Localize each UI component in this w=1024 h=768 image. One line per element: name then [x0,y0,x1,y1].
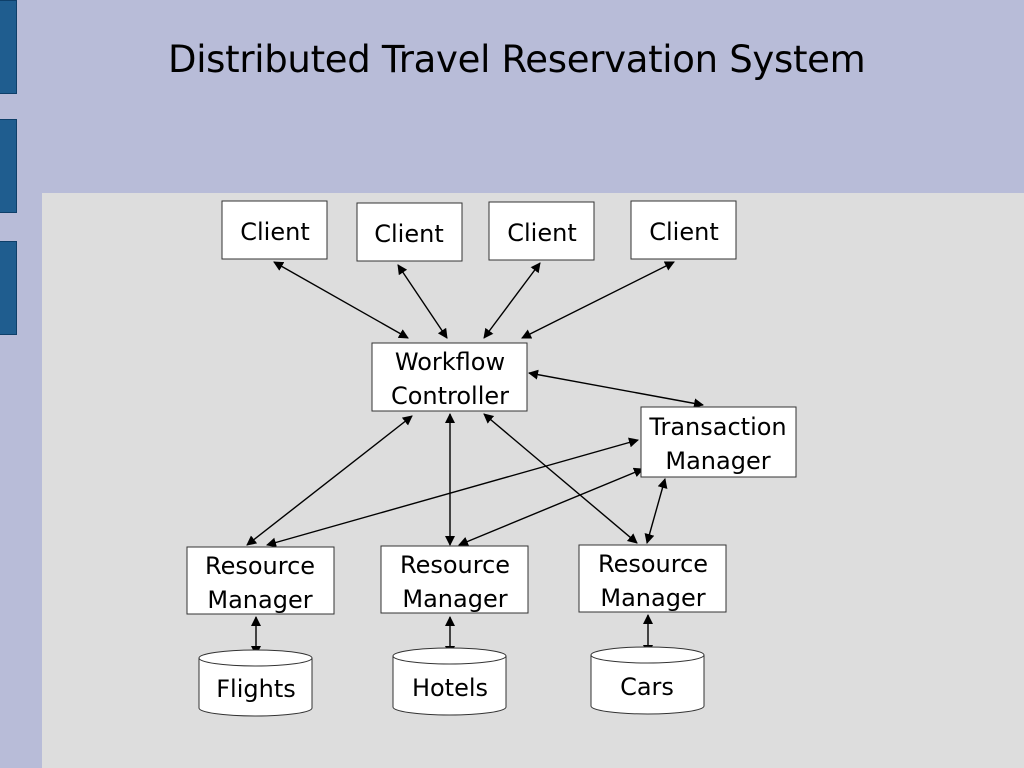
client4-wfc-arrow [521,261,675,339]
workflow-controller-node: Workflow Controller [371,342,528,412]
workflow-controller-label-line1: Workflow [395,348,505,376]
client-label: Client [507,219,576,247]
database-label: Hotels [412,674,488,702]
transaction-manager-label-line2: Manager [665,447,770,475]
transaction-manager-node: Transaction Manager [640,406,797,478]
tm-rm2-arrow [458,467,644,547]
client1-wfc-arrow [273,261,409,339]
decoration-bar [0,0,17,94]
client-node: Client [630,200,737,260]
resource-manager-node: Resource Manager [186,546,335,615]
workflow-controller-label-line2: Controller [391,382,509,410]
flights-database: Flights [198,649,313,717]
tm-rm3-arrow [644,478,668,544]
resource-manager-label-line1: Resource [205,552,315,580]
wfc-rm1-arrow [246,415,413,546]
decoration-bar [0,241,17,335]
wfc-rm3-arrow [483,413,638,544]
client2-wfc-arrow [397,264,448,339]
cars-database: Cars [590,646,705,715]
left-decoration-strip [0,0,42,768]
resource-manager-label-line1: Resource [598,550,708,578]
client-label: Client [649,218,718,246]
client-label: Client [374,220,443,248]
connectors [246,261,704,656]
decoration-bar [0,119,17,213]
resource-manager-node: Resource Manager [578,544,727,613]
transaction-manager-label-line1: Transaction [648,413,786,441]
client-node: Client [356,202,463,262]
resource-manager-label-line2: Manager [207,586,312,614]
slide-title: Distributed Travel Reservation System [168,38,866,81]
resource-manager-node: Resource Manager [380,545,529,614]
tm-rm1-arrow [266,437,639,548]
client3-wfc-arrow [483,262,541,339]
database-label: Flights [216,675,296,703]
hotels-database: Hotels [392,647,507,716]
client-node: Client [221,200,328,260]
resource-manager-label-line2: Manager [402,585,507,613]
client-node: Client [488,201,595,261]
database-label: Cars [620,673,674,701]
wfc-tm-arrow [528,369,704,409]
client-label: Client [240,218,309,246]
resource-manager-label-line1: Resource [400,551,510,579]
resource-manager-label-line2: Manager [600,584,705,612]
